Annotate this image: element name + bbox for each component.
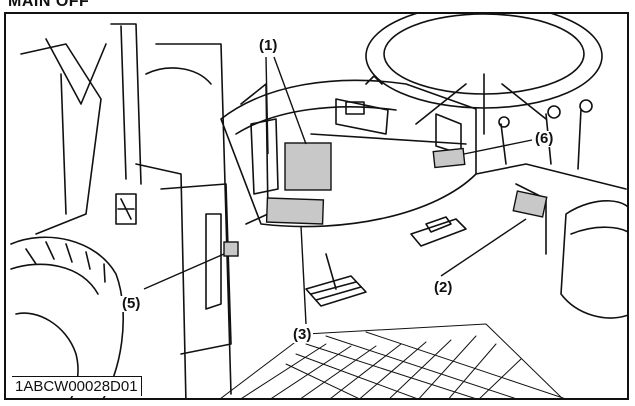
rops-pillar bbox=[110, 23, 142, 185]
decal-6 bbox=[432, 147, 466, 169]
decal-5 bbox=[223, 241, 239, 257]
decal-3 bbox=[265, 197, 325, 225]
figure-header: MAIN OFF bbox=[8, 0, 90, 10]
callout-5: (5) bbox=[120, 295, 143, 312]
figure-code: 1ABCW00028D01 bbox=[12, 376, 142, 396]
left-panel bbox=[20, 38, 279, 398]
leader-1b bbox=[273, 56, 307, 145]
leader-5 bbox=[143, 253, 225, 290]
decal-1 bbox=[284, 142, 332, 191]
callout-1: (1) bbox=[257, 37, 280, 54]
callout-3: (3) bbox=[291, 326, 314, 343]
callout-6: (6) bbox=[533, 130, 556, 147]
leader-1a bbox=[265, 56, 269, 155]
decal-labels bbox=[223, 142, 548, 257]
decal-2 bbox=[512, 190, 548, 218]
leader-lines bbox=[143, 56, 533, 325]
callout-2: (2) bbox=[432, 279, 455, 296]
leader-6 bbox=[463, 139, 533, 155]
leader-2 bbox=[440, 218, 527, 277]
tractor-operator-area-illustration bbox=[10, 14, 627, 398]
steering-wheel bbox=[365, 14, 603, 135]
pedals bbox=[305, 216, 467, 307]
illustration-frame: (1) (2) (3) (5) (6) 1ABCW00028D01 bbox=[4, 12, 629, 400]
floor-mat bbox=[220, 323, 565, 398]
leader-3 bbox=[300, 225, 307, 325]
